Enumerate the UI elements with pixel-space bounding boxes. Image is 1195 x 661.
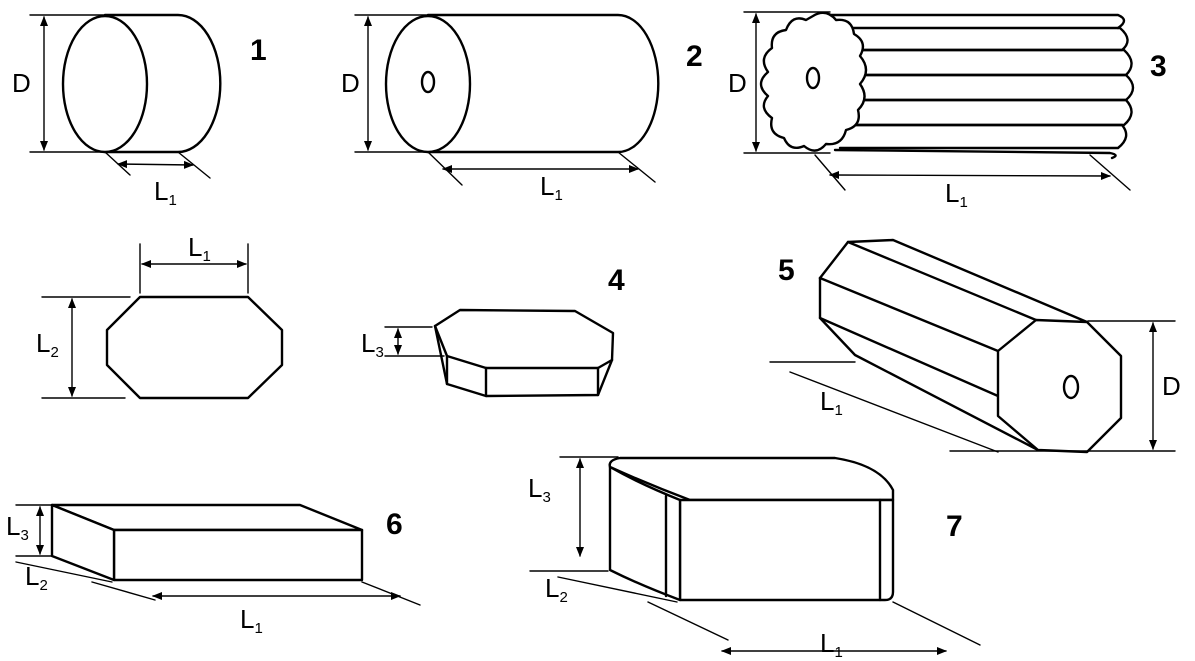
- fig3-label-l1: L1: [945, 178, 968, 211]
- fig4-label-l3: L3: [361, 328, 384, 361]
- figure-number-5: 5: [778, 254, 795, 287]
- fig4-label-l2: L2: [36, 328, 59, 361]
- fig1-label-l1: L1: [154, 176, 177, 209]
- figure-number-4: 4: [608, 264, 625, 297]
- fig6-label-l2: L2: [25, 561, 48, 594]
- fig4-label-l1: L1: [188, 232, 211, 265]
- figure-number-7: 7: [946, 510, 963, 543]
- figure-6: L3 L2 L1 6: [6, 503, 421, 637]
- figure-number-2: 2: [686, 40, 703, 73]
- fig2-label-l1: L1: [540, 171, 563, 204]
- figure-number-3: 3: [1150, 50, 1167, 83]
- figure-number-1: 1: [250, 34, 267, 67]
- fig7-label-l1: L1: [820, 628, 843, 661]
- fig7-label-l2: L2: [545, 573, 568, 606]
- figure-3: D L1 3: [728, 11, 1167, 211]
- figure-5: D L1 5: [769, 238, 1181, 454]
- figure-1: D L1 1: [12, 13, 267, 209]
- fig6-label-l1: L1: [240, 604, 263, 637]
- fig5-label-l1: L1: [820, 386, 843, 419]
- fig3-label-d: D: [728, 68, 747, 98]
- figure-2: D L1 2: [341, 13, 703, 204]
- figure-number-6: 6: [386, 508, 403, 541]
- fig7-label-l3: L3: [528, 473, 551, 506]
- fig1-label-d: D: [12, 68, 31, 98]
- figure-7: L3 L2 L1 7: [528, 456, 981, 661]
- figure-4: L1 L2 L3 4: [36, 232, 625, 400]
- fig2-label-d: D: [341, 68, 360, 98]
- fig6-label-l3: L3: [6, 511, 29, 544]
- fig5-label-d: D: [1162, 371, 1181, 401]
